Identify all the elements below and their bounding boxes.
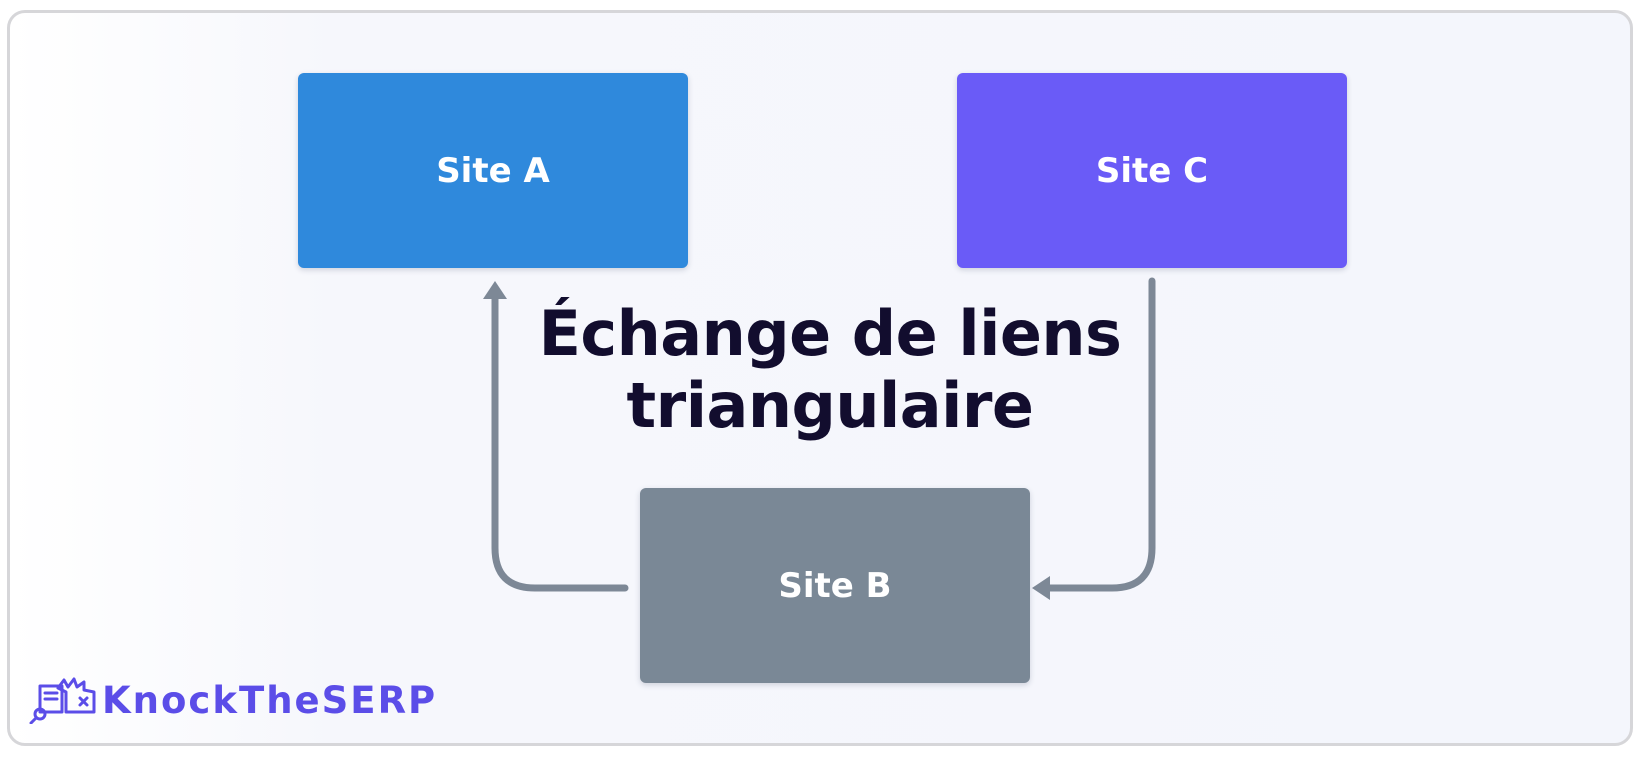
edge-site-b-to-site-a — [491, 294, 629, 592]
diagram-frame: Site A Site C Site B Échange de liens tr… — [7, 10, 1633, 746]
brand-logo: KnockTheSERP — [28, 675, 437, 725]
title-line-2: triangulaire — [626, 369, 1034, 442]
arrowhead-into-site-a — [483, 281, 507, 299]
node-site-b: Site B — [640, 488, 1030, 683]
edge-site-c-to-site-b — [1041, 277, 1156, 592]
knocktheserp-logo-icon — [29, 677, 96, 724]
connector-arrows — [483, 277, 1156, 600]
brand-name: KnockTheSERP — [102, 678, 438, 722]
diagram-title: Échange de liens triangulaire — [480, 298, 1180, 442]
node-site-c: Site C — [957, 73, 1347, 268]
title-line-1: Échange de liens — [538, 297, 1122, 370]
arrowhead-into-site-b — [1032, 576, 1050, 600]
node-site-a: Site A — [298, 73, 688, 268]
